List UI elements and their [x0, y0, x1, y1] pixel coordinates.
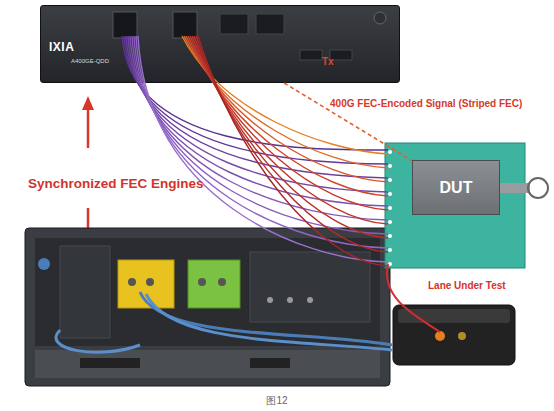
module-connector — [307, 297, 313, 303]
board-pin — [388, 248, 392, 252]
board-pin — [388, 220, 392, 224]
brand-logo: IXIA — [49, 40, 74, 54]
dut-board — [385, 143, 525, 268]
tx-label: Tx — [322, 56, 334, 67]
red-cable — [196, 36, 388, 252]
purple-cable — [132, 36, 388, 220]
red-cable — [190, 36, 388, 210]
tester-port — [256, 14, 284, 34]
red-cable — [186, 36, 388, 182]
lane-label: Lane Under Test — [428, 280, 506, 291]
dut-box: DUT — [412, 160, 500, 215]
tester-port — [300, 50, 322, 60]
module-connector — [218, 278, 226, 286]
dut-label: DUT — [440, 179, 473, 197]
blue-cable — [146, 294, 392, 350]
chassis-slot — [60, 246, 110, 338]
purple-cable — [136, 36, 388, 248]
purple-cable — [134, 36, 388, 234]
red-cable — [194, 36, 388, 238]
small-device — [393, 305, 515, 365]
board-pins — [388, 150, 392, 266]
tester-port — [220, 14, 248, 34]
module-connector — [198, 278, 206, 286]
sync-label: Synchronized FEC Engines — [28, 176, 204, 191]
device-connector — [458, 332, 466, 340]
module-connector — [146, 278, 154, 286]
purple-cable — [122, 36, 388, 150]
board-pin — [388, 178, 392, 182]
green-module — [188, 260, 240, 308]
red-cable — [198, 36, 388, 266]
chassis-port — [250, 358, 290, 368]
device-connector — [435, 331, 445, 341]
qsfp-port — [173, 12, 197, 38]
board-pin — [388, 150, 392, 154]
dut-probe — [500, 183, 530, 193]
lane-test-wire — [387, 264, 440, 332]
board-pin — [388, 206, 392, 210]
tester-knob — [374, 12, 386, 24]
blue-cable — [56, 330, 140, 352]
red-cable — [188, 36, 388, 196]
chassis-bottom — [35, 350, 380, 378]
model-name: A400GE-QDD — [71, 58, 109, 64]
blue-cable — [140, 292, 392, 345]
sync-arrow-line — [87, 108, 90, 148]
chassis-slot — [250, 252, 370, 322]
qsfp-port — [113, 12, 137, 38]
power-button — [38, 258, 50, 270]
module-connector — [287, 297, 293, 303]
chassis-port — [80, 358, 140, 368]
module-connector — [267, 297, 273, 303]
board-pin — [388, 192, 392, 196]
edge-label: 400G FEC-Encoded Signal (Striped FEC) — [330, 98, 522, 109]
sync-arrow-head — [82, 96, 94, 110]
board-pin — [388, 164, 392, 168]
purple-cable — [128, 36, 388, 192]
board-pin — [388, 234, 392, 238]
dut-probe-loop — [528, 178, 548, 198]
signal-connector — [284, 83, 412, 161]
analyzer-chassis — [25, 228, 390, 386]
purple-cable — [138, 36, 388, 262]
module-connector — [128, 278, 136, 286]
figure-caption: 图12 — [266, 394, 287, 408]
